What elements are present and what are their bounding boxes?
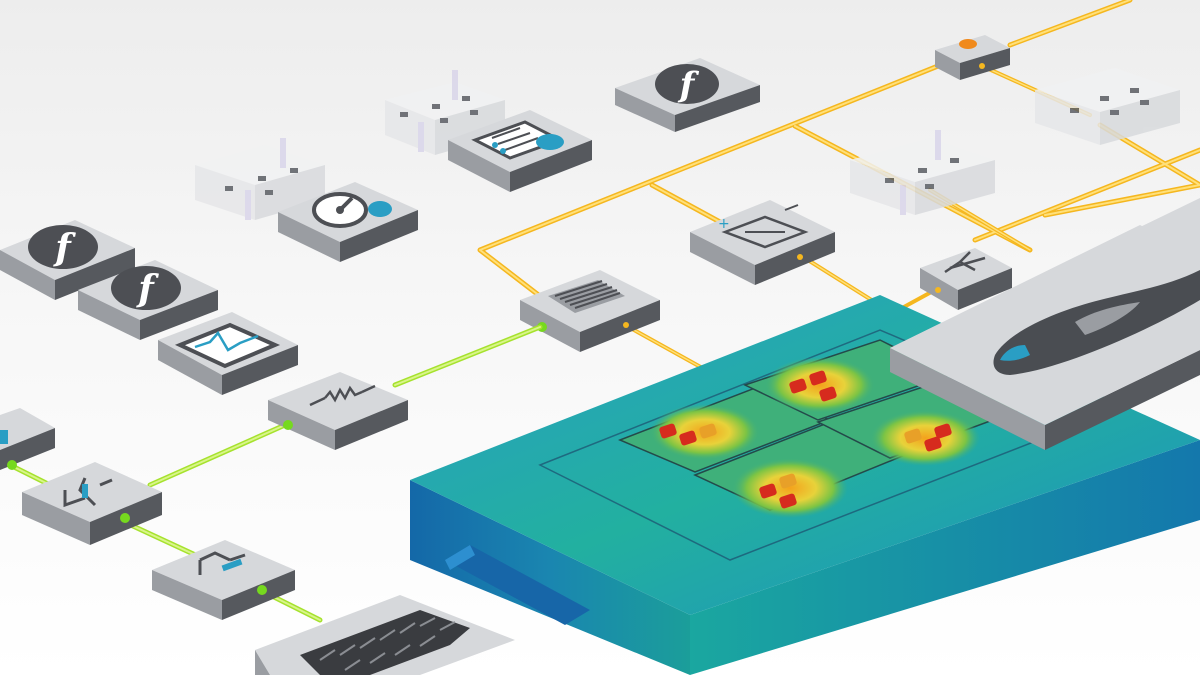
indicator-block[interactable] [935,35,1010,80]
resistor-icon [309,384,376,407]
inverter-switch-icon: + [718,204,809,249]
scope-block[interactable] [158,312,298,395]
resistor-block[interactable] [268,372,408,450]
motor-block[interactable] [152,540,295,620]
battery-pack-front [410,480,690,675]
partial-block-left[interactable] [0,408,55,470]
tire-tread-icon [300,610,470,675]
coolant-pipe [445,545,590,625]
switch-block[interactable] [22,462,162,545]
faded-block-right-2 [1035,68,1180,145]
monitor-waveform-icon [174,322,281,369]
motor-icon [198,551,246,575]
battery-cell-block[interactable] [520,270,660,352]
vehicle-silhouette-icon [993,270,1200,375]
hotspot-cells [659,370,952,509]
table-block[interactable] [448,110,592,192]
sensor-icon [944,251,986,274]
vehicle-block[interactable] [890,198,1200,450]
orange-indicator-icon [959,39,977,49]
svg-text:+: + [718,216,730,232]
inverter-block[interactable]: + [690,200,835,285]
switch-icon [63,477,113,508]
battery-cell-icon [548,280,625,313]
info-badge-icon [368,201,392,217]
steering-block[interactable] [278,182,418,262]
tire-block[interactable] [255,595,515,675]
battery-pack-side [690,440,1200,675]
faded-block-left [195,138,325,220]
function-block-left-2[interactable]: f [78,260,218,340]
sensor-block[interactable] [920,248,1012,310]
steering-wheel-icon [312,192,368,228]
faded-block-right-1 [850,130,995,215]
function-f-icon: f [655,64,719,105]
function-f-icon: f [111,266,181,310]
function-f-icon: f [28,225,98,269]
svg-text:f: f [678,65,700,105]
function-block-top[interactable]: f [615,58,760,132]
clipboard-table-icon [471,120,564,160]
function-block-left-1[interactable]: f [0,220,135,300]
